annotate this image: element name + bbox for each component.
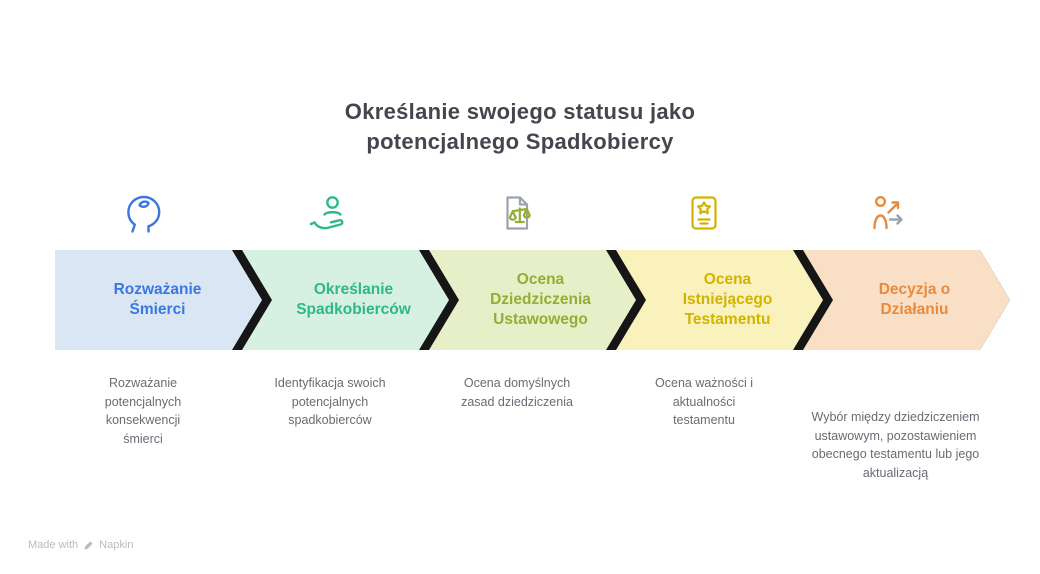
scroll-seal-icon bbox=[680, 189, 728, 237]
document-scales-icon bbox=[493, 189, 541, 237]
step-label: Decyzja o Działaniu bbox=[878, 281, 951, 318]
step-label: Ocena Dziedziczenia Ustawowego bbox=[490, 271, 591, 328]
watermark-made-with: Made with bbox=[28, 539, 79, 551]
step-label: Ocena Istniejącego Testamentu bbox=[682, 271, 773, 328]
step-description: Ocena domyślnych zasad dziedziczenia bbox=[461, 376, 573, 409]
process-banner: Rozważanie Śmierci Określanie Spadkobier… bbox=[55, 250, 1010, 350]
step-arrow-ocena-dziedziczenia: Ocena Dziedziczenia Ustawowego bbox=[429, 250, 636, 350]
step-arrow-decyzja: Decyzja o Działaniu bbox=[803, 250, 1010, 350]
watermark-brand: Napkin bbox=[99, 539, 134, 551]
step-arrow-okreslanie-spadkobiercow: Określanie Spadkobierców bbox=[242, 250, 449, 350]
step-description: Ocena ważności i aktualności testamentu bbox=[655, 376, 753, 427]
step-label: Rozważanie Śmierci bbox=[113, 281, 202, 318]
step-description: Identyfikacja swoich potencjalnych spadk… bbox=[274, 376, 386, 427]
step-description: Wybór między dziedziczeniem ustawowym, p… bbox=[811, 410, 980, 480]
head-profile-icon bbox=[119, 189, 167, 237]
step-arrow-rozwazanie-smierci: Rozważanie Śmierci bbox=[55, 250, 262, 350]
step-label: Określanie Spadkobierców bbox=[296, 281, 411, 318]
page-title: Określanie swojego statusu jako potencja… bbox=[0, 97, 1040, 158]
secondary-arrow bbox=[888, 214, 903, 225]
pen-icon bbox=[84, 540, 93, 550]
step-arrow-ocena-testamentu: Ocena Istniejącego Testamentu bbox=[616, 250, 823, 350]
hand-holding-person-icon bbox=[306, 189, 354, 237]
page-title-line-2: potencjalnego Spadkobiercy bbox=[366, 129, 674, 155]
page-title-line-1: Określanie swojego statusu jako bbox=[344, 99, 696, 124]
napkin-watermark: Made with Napkin bbox=[28, 539, 133, 551]
step-description: Rozważanie potencjalnych konsekwencji śm… bbox=[104, 376, 182, 446]
decision-person-icon bbox=[867, 189, 915, 237]
